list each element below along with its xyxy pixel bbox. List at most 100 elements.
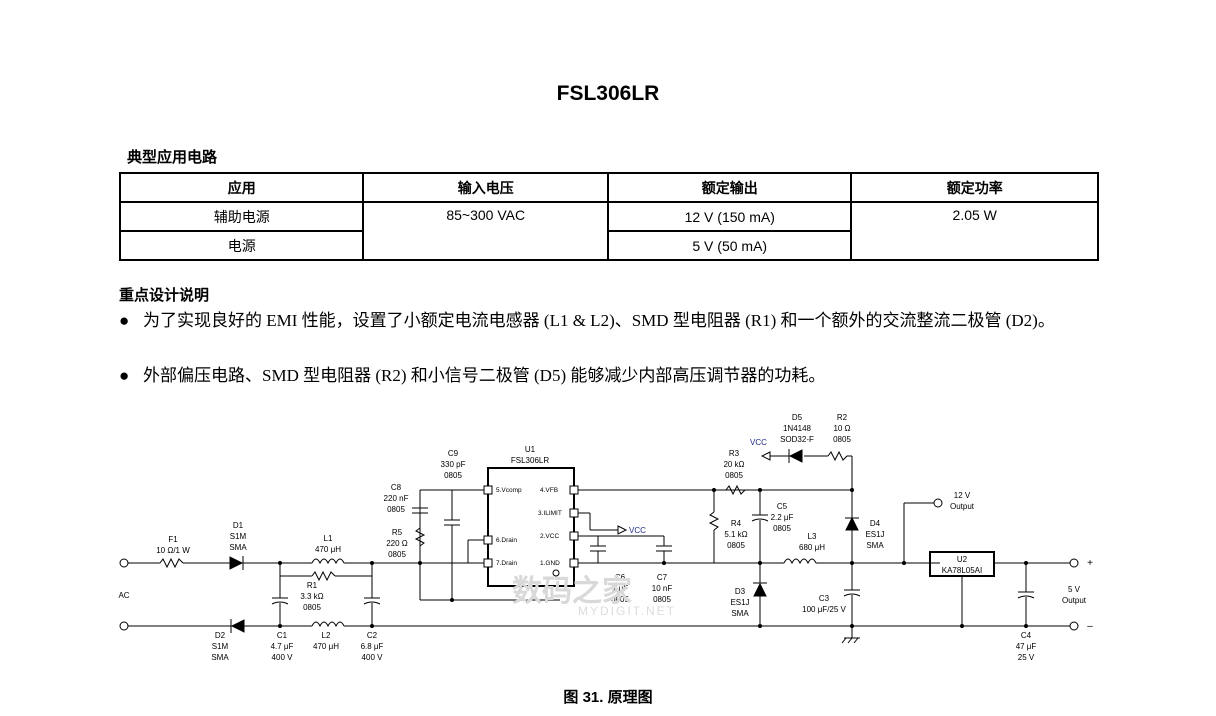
label-r3-value: 20 kΩ xyxy=(723,460,744,469)
label-12v: 12 V xyxy=(954,491,971,500)
section-title-design-notes: 重点设计说明 xyxy=(119,287,210,304)
label-r1: R1 xyxy=(307,581,318,590)
label-c1-voltage: 400 V xyxy=(272,653,294,662)
label-d4: D4 xyxy=(870,519,881,528)
label-u1: U1 xyxy=(525,445,536,454)
label-minus: – xyxy=(1087,621,1093,632)
vcc-labels: VCC VCC xyxy=(629,438,767,535)
label-c4-voltage: 25 V xyxy=(1018,653,1035,662)
label-plus: + xyxy=(1087,558,1093,569)
header-input-voltage: 输入电压 xyxy=(362,172,609,203)
label-ac: AC xyxy=(118,591,129,600)
label-vcc-bias: VCC xyxy=(750,438,767,447)
label-l1: L1 xyxy=(324,534,333,543)
label-5v-output: Output xyxy=(1062,596,1087,605)
label-c7-package: 0805 xyxy=(653,595,671,604)
schematic-labels: AC F1 10 Ω/1 W D1 S1M SMA D2 S1M SMA L1 … xyxy=(118,413,1093,662)
pin1-marker-icon xyxy=(552,569,560,577)
pin-ilimit: 3.ILIMIT xyxy=(538,510,562,517)
label-c2-voltage: 400 V xyxy=(362,653,384,662)
header-application: 应用 xyxy=(118,172,365,203)
label-c1: C1 xyxy=(277,631,288,640)
label-c5-value: 2.2 μF xyxy=(771,513,794,522)
watermark-url: MYDIGIT.NET xyxy=(578,604,677,618)
label-l1-value: 470 μH xyxy=(315,545,341,554)
label-r1-value: 3.3 kΩ xyxy=(300,592,323,601)
cell-rated-power: 2.05 W xyxy=(850,201,1099,261)
label-d2: D2 xyxy=(215,631,226,640)
label-c6: C6 xyxy=(615,573,626,582)
label-r2-value: 10 Ω xyxy=(833,424,850,433)
label-l2-value: 470 μH xyxy=(313,642,339,651)
figure-caption: 图 31. 原理图 xyxy=(563,689,653,706)
bullet-icon: ● xyxy=(119,311,130,330)
label-r1-package: 0805 xyxy=(303,603,321,612)
bullet-icon: ● xyxy=(119,366,130,385)
label-u2-part: KA78L05AI xyxy=(942,566,982,575)
label-c2-value: 6.8 μF xyxy=(361,642,384,651)
label-r4-value: 5.1 kΩ xyxy=(724,530,747,539)
label-c4-value: 47 μF xyxy=(1016,642,1037,651)
label-c8-package: 0805 xyxy=(387,505,405,514)
schematic-diagram: AC F1 10 Ω/1 W D1 S1M SMA D2 S1M SMA L1 … xyxy=(118,413,1093,662)
label-c9-package: 0805 xyxy=(444,471,462,480)
label-r3: R3 xyxy=(729,449,740,458)
pin-drain-6: 6.Drain xyxy=(496,537,517,544)
list-item: ● 外部偏压电路、SMD 型电阻器 (R2) 和小信号二极管 (D5) 能够减少… xyxy=(119,363,1099,388)
label-f1-value: 10 Ω/1 W xyxy=(156,546,190,555)
label-u2: U2 xyxy=(957,555,968,564)
label-c8: C8 xyxy=(391,483,402,492)
label-12v-output: Output xyxy=(950,502,975,511)
label-f1: F1 xyxy=(168,535,178,544)
bullet-text: 为了实现良好的 EMI 性能，设置了小额定电流电感器 (L1 & L2)、SMD… xyxy=(143,311,1055,330)
label-d3-package: SMA xyxy=(731,609,749,618)
label-c9: C9 xyxy=(448,449,459,458)
label-5v: 5 V xyxy=(1068,585,1081,594)
label-d4-package: SMA xyxy=(866,541,884,550)
label-d5-type: 1N4148 xyxy=(783,424,812,433)
pin-drain-7: 7.Drain xyxy=(496,560,517,567)
table-header-row: 应用 输入电压 额定输出 额定功率 xyxy=(118,172,1099,203)
label-d5-package: SOD32-F xyxy=(780,435,814,444)
label-c7: C7 xyxy=(657,573,668,582)
table-row: 电源 5 V (50 mA) xyxy=(118,230,1098,261)
document-title: FSL306LR xyxy=(556,82,660,105)
label-c8-value: 220 nF xyxy=(384,494,409,503)
label-d4-type: ES1J xyxy=(865,530,884,539)
label-d2-type: S1M xyxy=(212,642,229,651)
label-l3-value: 680 μH xyxy=(799,543,825,552)
label-vcc-u1: VCC xyxy=(629,526,646,535)
label-d1-package: SMA xyxy=(229,543,247,552)
bullet-text: 外部偏压电路、SMD 型电阻器 (R2) 和小信号二极管 (D5) 能够减少内部… xyxy=(143,366,826,385)
schematic-junctions xyxy=(278,488,1028,628)
label-c4: C4 xyxy=(1021,631,1032,640)
cell-rated-output: 5 V (50 mA) xyxy=(606,230,853,261)
pin-vcc: 2.VCC xyxy=(540,533,559,540)
label-c1-value: 4.7 μF xyxy=(271,642,294,651)
label-d1-type: S1M xyxy=(230,532,247,541)
application-table: 应用 输入电压 额定输出 额定功率 辅助电源 85~300 VAC 12 V (… xyxy=(118,172,1099,261)
label-r4: R4 xyxy=(731,519,742,528)
header-rated-power: 额定功率 xyxy=(850,172,1099,203)
cell-rated-output: 12 V (150 mA) xyxy=(606,201,853,232)
pin-vcomp: 5.Vcomp xyxy=(496,487,522,494)
table-row: 辅助电源 85~300 VAC 12 V (150 mA) 2.05 W xyxy=(118,201,1099,261)
label-c3: C3 xyxy=(819,594,830,603)
header-rated-output: 额定输出 xyxy=(606,172,853,203)
label-c5: C5 xyxy=(777,502,788,511)
list-item: ● 为了实现良好的 EMI 性能，设置了小额定电流电感器 (L1 & L2)、S… xyxy=(119,308,1099,333)
label-l3: L3 xyxy=(808,532,817,541)
section-title-typical-application: 典型应用电路 xyxy=(127,149,218,166)
label-c3-value: 100 μF/25 V xyxy=(802,605,846,614)
label-r3-package: 0805 xyxy=(725,471,743,480)
label-c6-value: 1 μF xyxy=(612,584,628,593)
label-d1: D1 xyxy=(233,521,244,530)
label-d2-package: SMA xyxy=(211,653,229,662)
label-r5-value: 220 Ω xyxy=(386,539,408,548)
label-c7-value: 10 nF xyxy=(652,584,673,593)
cell-application: 辅助电源 xyxy=(118,201,365,232)
label-c2: C2 xyxy=(367,631,378,640)
watermark-logo: 数码之家 xyxy=(512,575,632,608)
label-r2: R2 xyxy=(837,413,848,422)
ac-terminal-bottom xyxy=(119,621,129,631)
